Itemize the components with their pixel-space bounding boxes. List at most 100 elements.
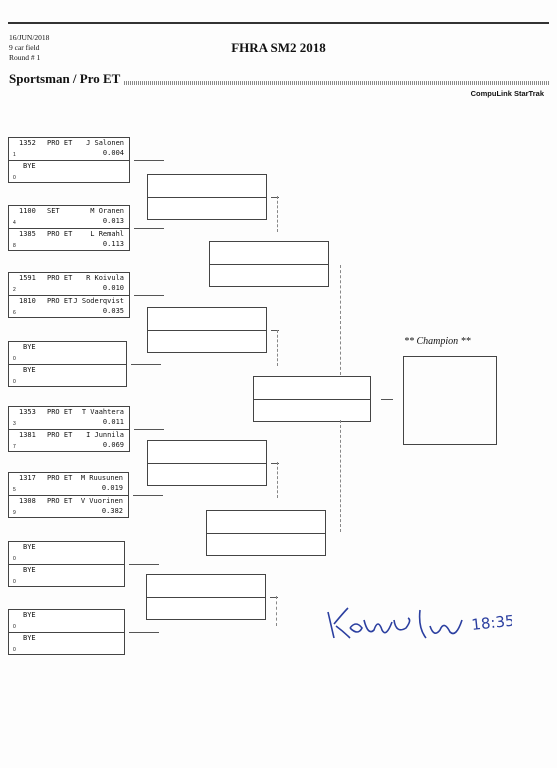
round2-box: [147, 440, 267, 486]
final-box: [253, 376, 371, 422]
racer-name: J Salonen: [86, 139, 124, 147]
signature-stroke: [349, 617, 411, 634]
lane-number: 3: [13, 421, 16, 427]
car-number: BYE: [23, 611, 36, 619]
connector-line: [271, 197, 279, 198]
lane-number: 6: [13, 310, 16, 316]
box-divider: [207, 533, 325, 534]
lane-number: 2: [13, 287, 16, 293]
car-number: BYE: [23, 543, 36, 551]
connector-line: [270, 597, 278, 598]
reaction-time: 0.004: [102, 149, 124, 157]
car-number: 1100: [19, 207, 36, 215]
car-number: BYE: [23, 566, 36, 574]
racer-name: V Vuorinen: [80, 497, 123, 505]
event-title: FHRA SM2 2018: [231, 40, 326, 55]
event-date: 16/JUN/2018: [9, 33, 50, 42]
bracket-connector: [340, 265, 341, 375]
lane-number: 0: [13, 647, 16, 653]
box-divider: [210, 264, 328, 265]
reaction-time: 0.019: [101, 484, 123, 492]
racer-name: L Remahl: [90, 230, 124, 238]
lane-number: 0: [13, 556, 16, 562]
lane-number: 0: [13, 379, 16, 385]
reaction-time: 0.382: [101, 507, 123, 515]
racer-name: I Junnila: [86, 431, 124, 439]
car-class: PRO ET: [47, 230, 73, 238]
racer-name: M Ruusunen: [80, 474, 123, 482]
car-number: BYE: [23, 343, 36, 351]
racer-slot: BYE 0: [9, 632, 124, 654]
signature-time: 18:35: [471, 612, 512, 634]
event-info: 16/JUN/2018 9 car field Round # 1: [9, 33, 49, 63]
connector-line: [271, 463, 279, 464]
car-number: 1308: [19, 497, 36, 505]
connector-line: [134, 160, 164, 161]
reaction-time: 0.035: [102, 307, 124, 315]
signature-stroke: [418, 609, 463, 639]
car-number: 1381: [19, 431, 36, 439]
car-class: PRO ET: [47, 474, 73, 482]
car-class: PRO ET: [47, 297, 73, 305]
car-number: BYE: [23, 634, 36, 642]
car-number: 1810: [19, 297, 36, 305]
reaction-time: 0.069: [102, 441, 124, 449]
connector-line: [134, 228, 164, 229]
box-divider: [254, 399, 370, 400]
box-divider: [148, 197, 266, 198]
box-divider: [148, 330, 266, 331]
round3-box: [206, 510, 326, 556]
round2-box: [147, 174, 267, 220]
brand-label: CompuLink StarTrak: [470, 89, 544, 98]
car-number: 1591: [19, 274, 36, 282]
round2-box: [147, 307, 267, 353]
box-divider: [148, 463, 266, 464]
racer-name: J Soderqvist: [73, 297, 124, 305]
connector-line: [271, 330, 279, 331]
lane-number: 8: [13, 243, 16, 249]
car-class: PRO ET: [47, 408, 73, 416]
bracket-connector: [340, 420, 341, 532]
car-class: PRO ET: [47, 431, 73, 439]
round3-box: [209, 241, 329, 287]
reaction-time: 0.113: [102, 240, 124, 248]
car-class: PRO ET: [47, 274, 73, 282]
reaction-time: 0.013: [102, 217, 124, 225]
connector-line: [129, 564, 159, 565]
class-title: Sportsman / Pro ET: [9, 71, 121, 86]
racer-slot: BYE 0: [9, 364, 126, 386]
round-number: Round # 1: [9, 53, 41, 62]
champion-box: [403, 356, 497, 445]
header-rule: [8, 22, 549, 24]
connector-line: [381, 399, 393, 400]
signature-stroke: [327, 607, 351, 639]
bracket-connector: [277, 462, 278, 498]
lane-number: 4: [13, 220, 16, 226]
connector-line: [129, 632, 159, 633]
bracket-connector: [277, 196, 278, 232]
signature: 18:35: [327, 607, 512, 639]
lane-number: 0: [13, 175, 16, 181]
car-class: PRO ET: [47, 497, 73, 505]
field-size: 9 car field: [9, 43, 40, 52]
reaction-time: 0.010: [102, 284, 124, 292]
car-number: BYE: [23, 366, 36, 374]
connector-line: [131, 364, 161, 365]
racer-name: T Vaahtera: [81, 408, 124, 416]
car-number: BYE: [23, 162, 36, 170]
connector-line: [134, 295, 164, 296]
